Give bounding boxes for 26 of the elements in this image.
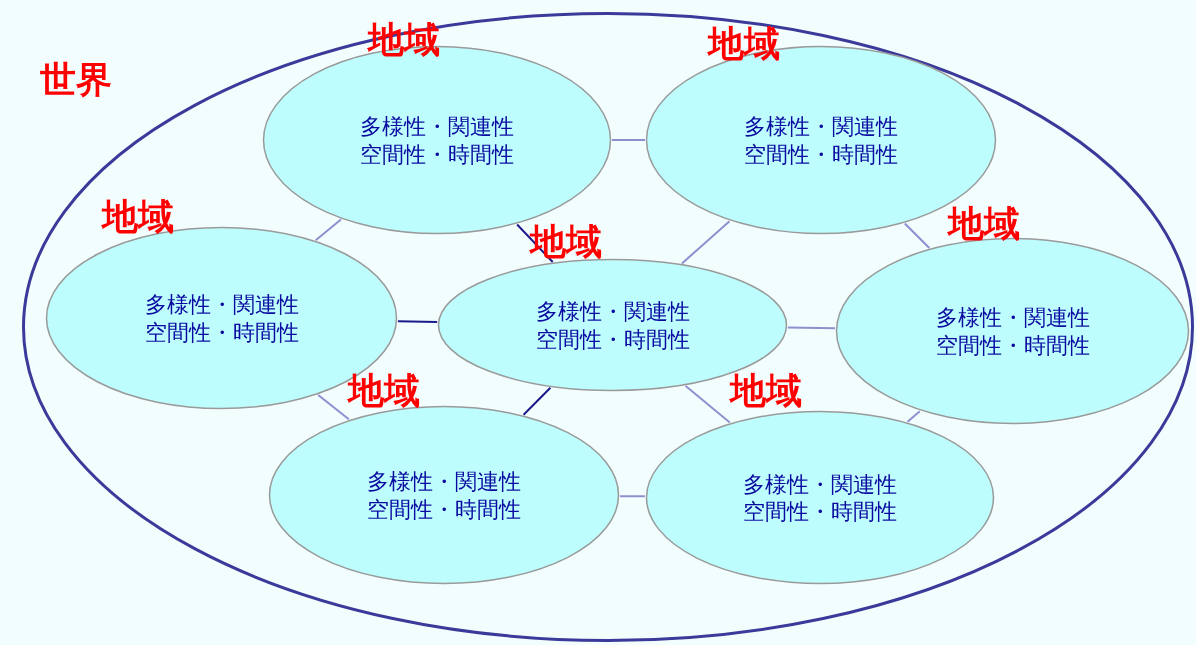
region-heading: 地域 [948,206,1020,242]
connector-line [317,394,350,421]
region-description: 多様性・関連性空間性・時間性 [144,290,299,346]
region-heading: 地域 [102,199,174,235]
connector-line [396,320,439,323]
region-heading: 地域 [708,26,780,62]
connector-line [680,220,731,265]
connector-line [522,386,552,416]
region-description: 多様性・関連性空間性・時間性 [935,303,1090,359]
connector-line [786,326,837,330]
connector-line [619,495,646,498]
region-description: 多様性・関連性空間性・時間性 [743,470,897,525]
region-description: 多様性・関連性空間性・時間性 [360,112,514,168]
region-description: 多様性・関連性空間性・時間性 [744,112,898,168]
connector-line [516,223,554,263]
region-heading: 地域 [730,373,802,409]
connector-line [684,384,731,424]
world-heading: 世界 [40,62,112,98]
region-heading: 地域 [348,373,420,409]
connector-line [314,218,342,242]
connector-line [611,139,646,141]
region-description: 多様性・関連性空間性・時間性 [535,297,690,353]
region-heading: 地域 [530,224,602,260]
connector-line [903,222,931,249]
connector-line [906,410,921,423]
region-description: 多様性・関連性空間性・時間性 [367,467,521,523]
